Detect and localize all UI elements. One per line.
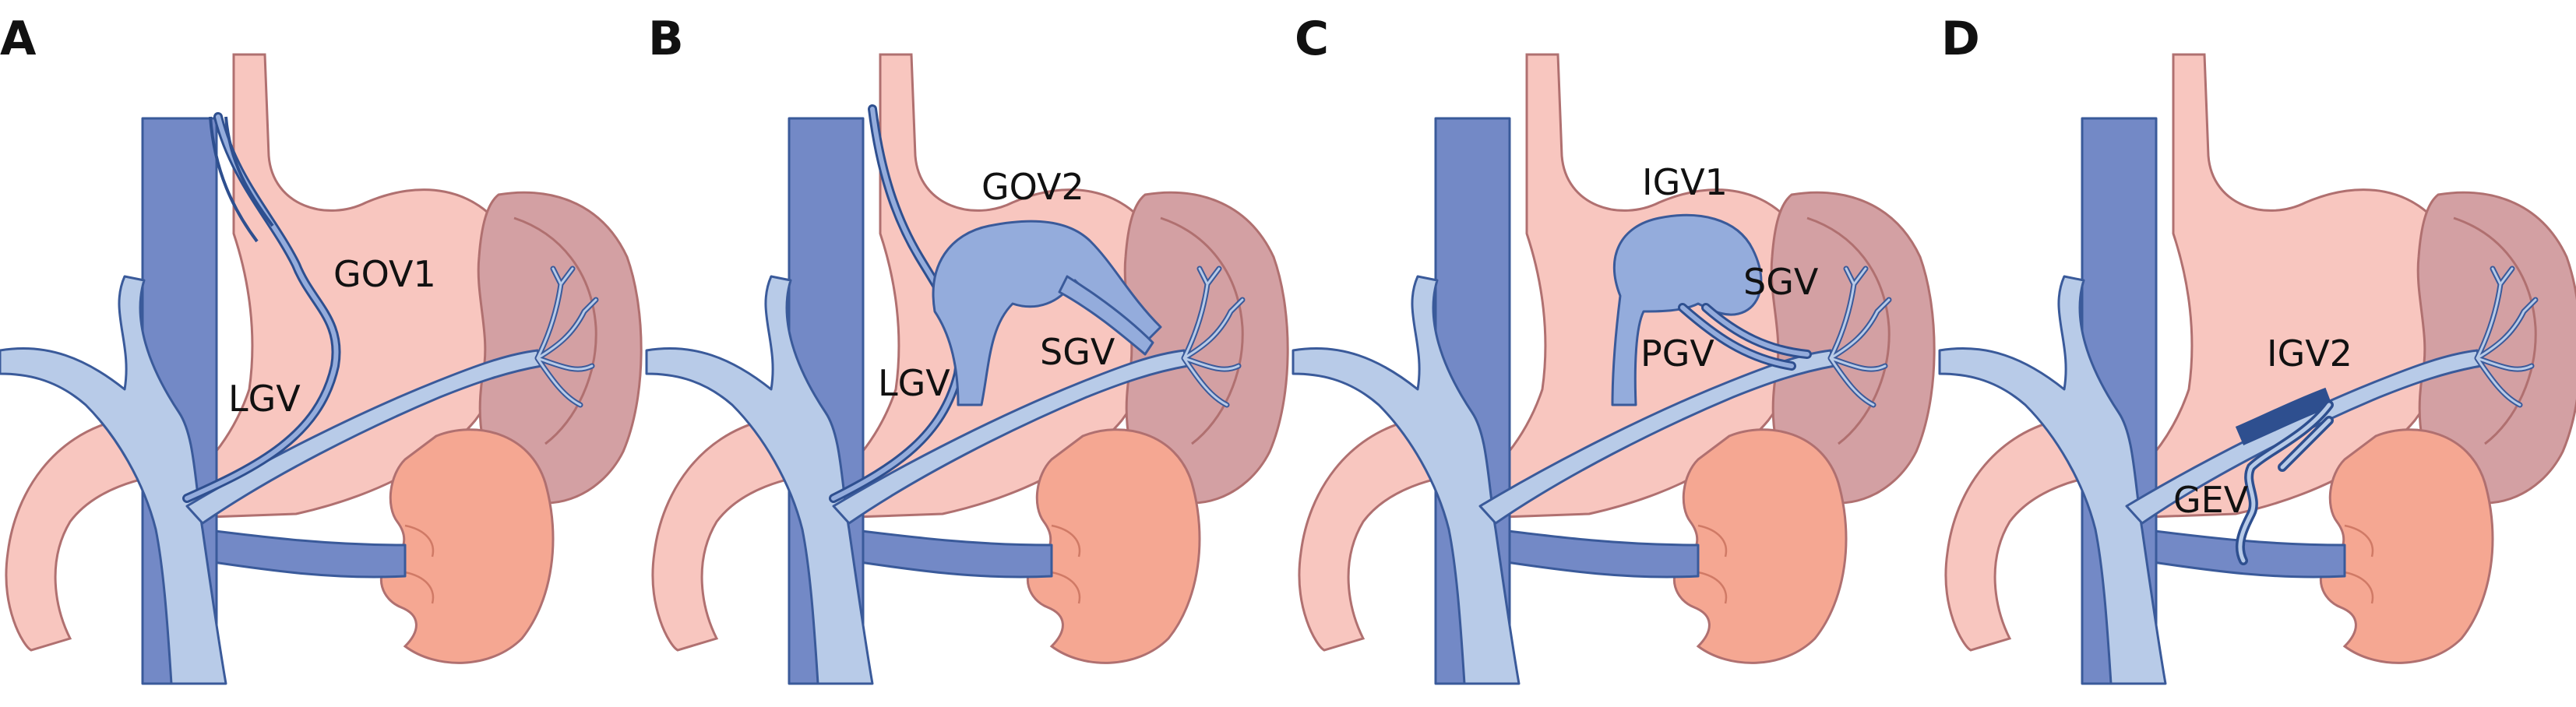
label-igv1: IGV1 xyxy=(1642,161,1728,203)
panel-d: D IGV2 GEV xyxy=(1940,12,2576,684)
label-gov1: GOV1 xyxy=(333,253,436,295)
panel-letter: A xyxy=(0,12,37,66)
panel-letter: B xyxy=(648,12,684,66)
varix-igv1 xyxy=(1611,213,1763,406)
label-gev: GEV xyxy=(2173,479,2249,521)
label-pgv: PGV xyxy=(1640,332,1714,375)
label-sgv: SGV xyxy=(1743,261,1819,303)
short-gastric-vein xyxy=(1058,275,1154,356)
label-lgv: LGV xyxy=(878,362,950,404)
label-sgv: SGV xyxy=(1040,331,1115,373)
label-igv2: IGV2 xyxy=(2267,332,2352,375)
label-lgv: LGV xyxy=(228,378,301,420)
base-anatomy xyxy=(0,55,641,684)
panel-a: A GOV1 LGV xyxy=(0,12,641,684)
panel-letter: C xyxy=(1295,12,1329,66)
panel-c: C IGV1 SGV PGV xyxy=(1293,12,1934,684)
panel-letter: D xyxy=(1941,12,1980,66)
label-gov2: GOV2 xyxy=(981,166,1084,208)
varix-igv2 xyxy=(2235,387,2333,445)
base-anatomy xyxy=(1940,55,2576,684)
panel-b: B GOV2 LGV SGV xyxy=(647,12,1288,684)
